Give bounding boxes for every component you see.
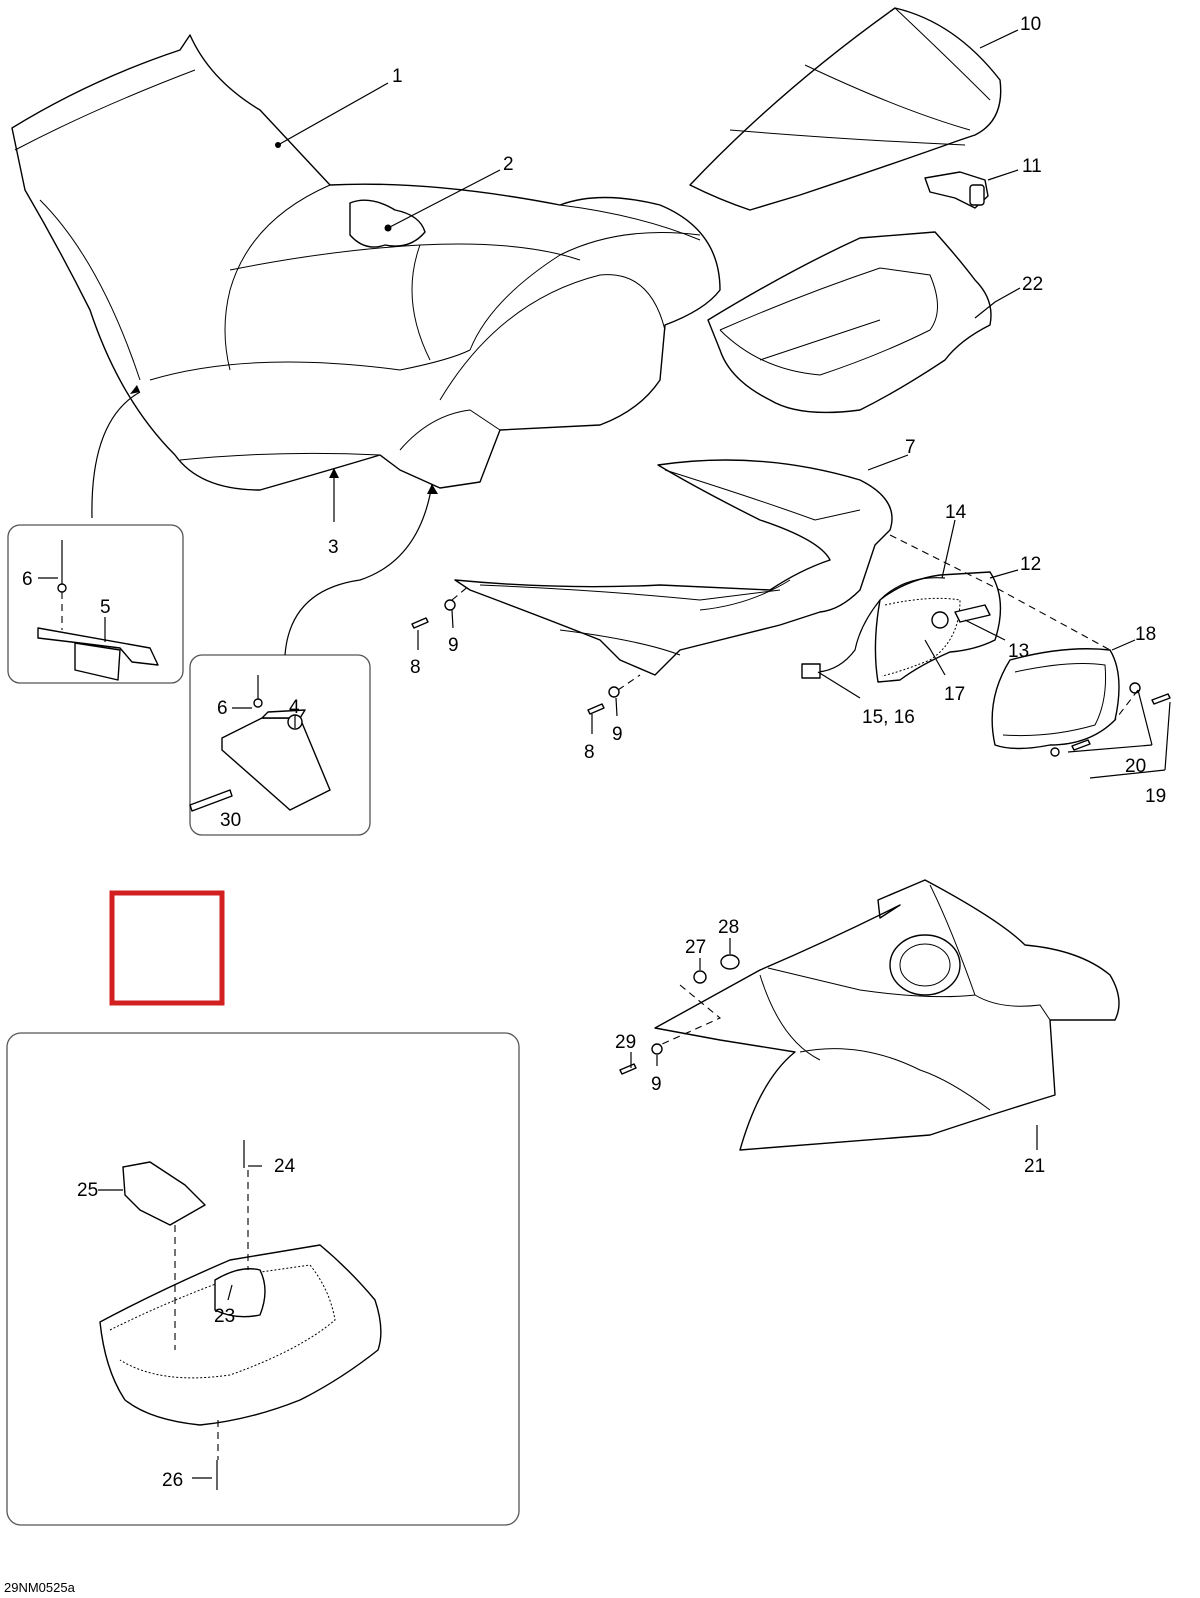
- rear-side-panel[interactable]: [454, 459, 893, 676]
- rear-cowl[interactable]: [689, 7, 1002, 211]
- callout-24: 24: [274, 1156, 296, 1177]
- callout-14: 14: [945, 502, 967, 523]
- callout-17: 17: [944, 684, 965, 705]
- seat-assembly[interactable]: [11, 34, 721, 491]
- callout-25: 25: [77, 1180, 98, 1201]
- callout-11: 11: [1022, 156, 1042, 177]
- leader-lines: [38, 29, 1171, 1479]
- tail-light-lens[interactable]: [991, 648, 1120, 750]
- callout-7: 7: [905, 437, 916, 458]
- callout-12: 12: [1020, 554, 1041, 575]
- tail-light-housing[interactable]: [874, 571, 1002, 683]
- inset-bracket-5: [7, 524, 184, 684]
- arrowheads: [130, 142, 438, 494]
- callout-13: 13: [1008, 641, 1029, 662]
- callout-8b: 8: [584, 742, 595, 763]
- callout-5: 5: [100, 597, 111, 618]
- latch-part-11[interactable]: [924, 171, 989, 209]
- callout-26: 26: [162, 1470, 183, 1491]
- inset-bracket-4: [189, 654, 371, 836]
- callout-9b: 9: [612, 724, 623, 745]
- wiring-harness[interactable]: [801, 577, 946, 679]
- callout-3: 3: [328, 537, 339, 558]
- callout-15-16: 15, 16: [862, 707, 915, 728]
- callout-9c: 9: [651, 1074, 662, 1095]
- storage-tray[interactable]: [707, 231, 992, 414]
- callout-27: 27: [685, 937, 706, 958]
- highlight-frame: [109, 890, 225, 1006]
- callout-4: 4: [289, 697, 300, 718]
- callout-10: 10: [1020, 14, 1041, 35]
- callout-28: 28: [718, 917, 739, 938]
- callout-29: 29: [615, 1032, 636, 1053]
- callout-9a: 9: [448, 635, 459, 656]
- callout-8a: 8: [410, 657, 421, 678]
- callout-6b: 6: [217, 698, 228, 719]
- callout-20: 20: [1125, 756, 1146, 777]
- callout-30: 30: [220, 810, 241, 831]
- drawing-code: 29NM0525a: [4, 1580, 76, 1595]
- callout-2: 2: [503, 154, 514, 175]
- callout-18: 18: [1135, 624, 1156, 645]
- callout-21: 21: [1024, 1156, 1045, 1177]
- callout-labels: 1 2 3 4 5 6 6 7 8 8 9 9 9 10 11 12 13 14…: [4, 14, 1166, 1595]
- front-cover[interactable]: [654, 879, 1120, 1151]
- callout-23: 23: [214, 1306, 235, 1327]
- callout-19: 19: [1145, 786, 1166, 807]
- callout-6a: 6: [22, 569, 33, 590]
- hardware-fasteners: [411, 534, 1171, 1075]
- callout-22: 22: [1022, 274, 1043, 295]
- inset-storage-bottom: [6, 1032, 520, 1526]
- callout-1: 1: [392, 66, 403, 87]
